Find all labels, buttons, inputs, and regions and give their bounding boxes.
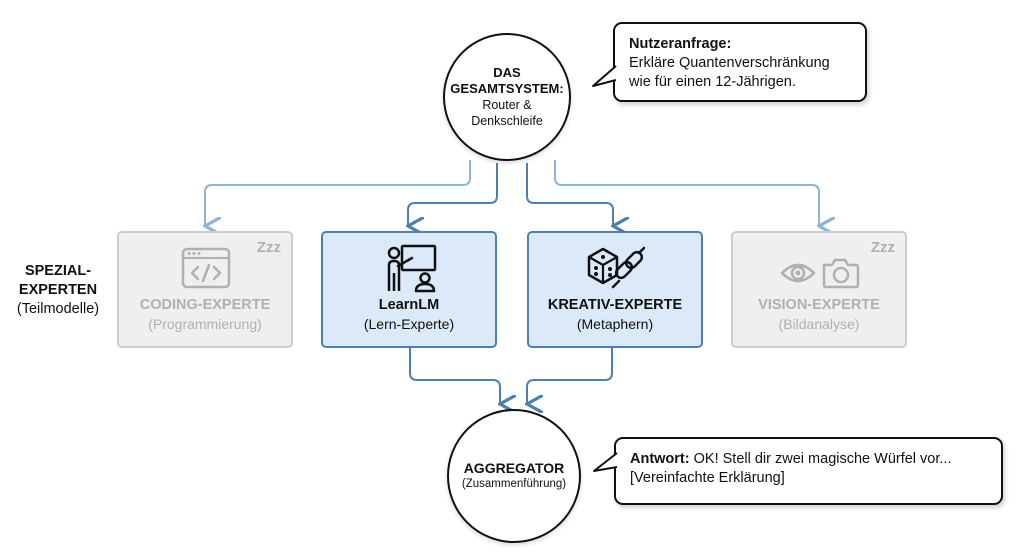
bubble-tail — [593, 452, 618, 472]
wire-kreativ-to-aggregator — [527, 348, 613, 404]
eye-camera-icon — [780, 258, 860, 289]
wire-learnlm-to-aggregator — [409, 348, 500, 404]
wire-to-kreativ — [526, 163, 613, 226]
expert-card-coding: Zzz CODING-EXPERTE (Programmierung) — [117, 231, 293, 348]
answer-bubble: Antwort: OK! Stell dir zwei magische Wür… — [593, 437, 1003, 505]
side-label-title: SPEZIAL- EXPERTEN — [18, 263, 98, 298]
expert-name: CODING-EXPERTE — [139, 297, 271, 313]
aggregator-title: AGGREGATOR — [463, 460, 565, 476]
expert-description: (Bildanalyse) — [778, 316, 860, 332]
specialist-experts-label: SPEZIAL- EXPERTEN (Teilmodelle) — [8, 262, 108, 319]
expert-description: (Metaphern) — [576, 316, 654, 332]
system-title: DAS GESAMTSYSTEM: — [450, 65, 564, 96]
expert-description: (Programmierung) — [148, 316, 262, 332]
code-window-icon — [181, 247, 231, 289]
answer-text: OK! Stell dir zwei magische Würfel vor..… — [693, 451, 952, 467]
bubble-tail — [592, 65, 617, 87]
wire-to-coding — [205, 160, 471, 226]
expert-card-kreativ: KREATIV-EXPERTE (Metaphern) — [527, 231, 703, 348]
side-label-sub: (Teilmodelle) — [16, 301, 100, 317]
system-router-node: DAS GESAMTSYSTEM: Router & Denkschleife — [443, 33, 571, 161]
sleep-indicator: Zzz — [256, 239, 281, 256]
expert-name: LearnLM — [378, 297, 440, 313]
sleep-indicator: Zzz — [870, 239, 895, 256]
query-label: Nutzeranfrage: — [629, 36, 732, 52]
wire-to-vision — [554, 160, 819, 226]
expert-description: (Lern-Experte) — [363, 316, 455, 332]
dice-chain-icon — [587, 246, 645, 289]
expert-name: KREATIV-EXPERTE — [547, 297, 683, 313]
answer-note: [Vereinfachte Erklärung] — [630, 470, 785, 486]
wire-to-learnlm — [408, 163, 498, 226]
answer-label: Antwort: — [630, 451, 690, 467]
aggregator-node: AGGREGATOR (Zusammenführung) — [447, 409, 581, 543]
expert-card-vision: Zzz VISION-EXPERTE (Bildanalyse) — [731, 231, 907, 348]
system-subtitle: Router & Denkschleife — [471, 98, 543, 128]
teacher-board-icon — [387, 244, 437, 293]
expert-card-learnlm: LearnLM (Lern-Experte) — [321, 231, 497, 348]
query-text: Erkläre Quantenverschränkung wie für ein… — [629, 55, 830, 90]
user-query-bubble: Nutzeranfrage: Erkläre Quantenverschränk… — [592, 22, 867, 102]
aggregator-subtitle: (Zusammenführung) — [461, 478, 567, 490]
expert-name: VISION-EXPERTE — [758, 297, 880, 313]
